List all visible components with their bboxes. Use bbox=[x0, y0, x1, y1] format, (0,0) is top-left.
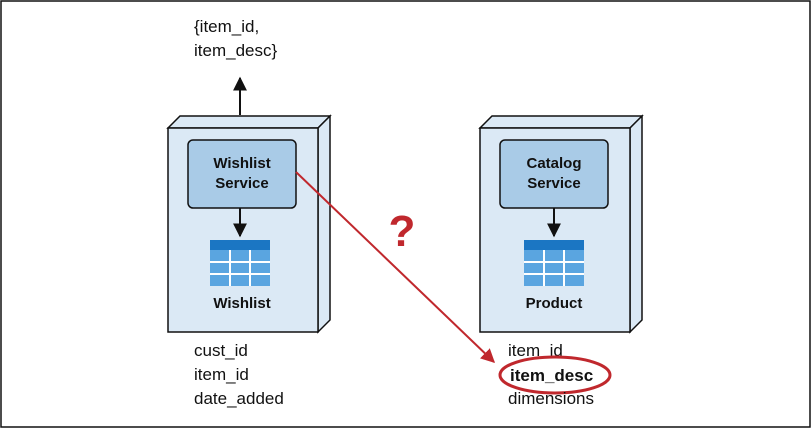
wishlist-box-top bbox=[166, 115, 332, 129]
product-field-item-desc: item_desc bbox=[510, 366, 593, 385]
top-label-line1: {item_id, bbox=[194, 17, 259, 36]
wishlist-table-icon bbox=[210, 240, 270, 286]
catalog-service-label-line1: Catalog bbox=[526, 155, 581, 172]
product-table-icon bbox=[524, 240, 584, 286]
catalog-container: Catalog Service Product bbox=[478, 114, 644, 334]
catalog-box-side bbox=[629, 114, 643, 334]
wishlist-field-date-added: date_added bbox=[194, 389, 284, 408]
product-field-dimensions: dimensions bbox=[508, 389, 594, 408]
question-mark: ? bbox=[389, 207, 416, 256]
product-table-label: Product bbox=[526, 295, 583, 312]
wishlist-service-label-line2: Service bbox=[215, 175, 268, 192]
product-field-item-id: item_id bbox=[508, 341, 563, 360]
catalog-box-top bbox=[478, 115, 644, 129]
top-label-line2: item_desc} bbox=[194, 41, 277, 60]
catalog-service-label-line2: Service bbox=[527, 175, 580, 192]
wishlist-field-cust-id: cust_id bbox=[194, 341, 248, 360]
missing-data-arrow bbox=[295, 171, 496, 363]
catalog-service-box bbox=[499, 139, 609, 209]
wishlist-field-item-id: item_id bbox=[194, 365, 249, 384]
item-desc-highlight-ellipse bbox=[498, 355, 612, 395]
wishlist-service-box bbox=[187, 139, 297, 209]
wishlist-container: Wishlist Service Wishlist bbox=[166, 114, 332, 334]
wishlist-box-side bbox=[317, 114, 331, 334]
wishlist-service-label-line1: Wishlist bbox=[213, 155, 270, 172]
wishlist-table-label: Wishlist bbox=[213, 295, 270, 312]
